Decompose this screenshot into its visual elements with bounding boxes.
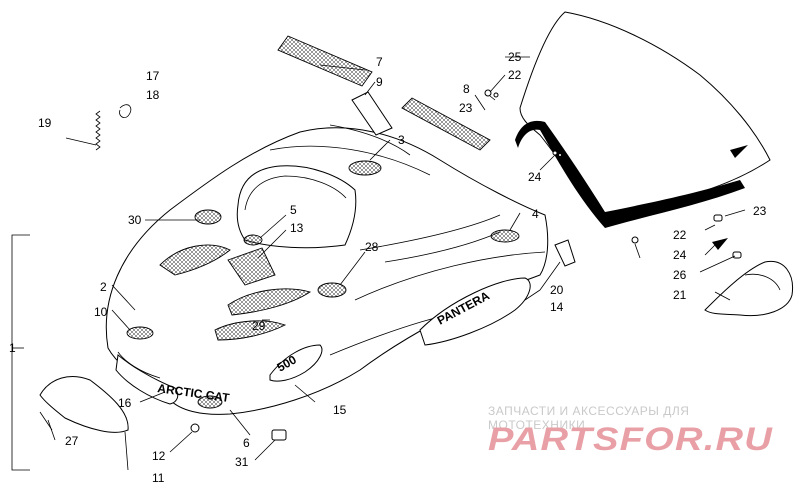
callout-27: 27	[65, 434, 79, 448]
callout-23a: 23	[459, 101, 473, 115]
vent-15	[197, 395, 223, 409]
callout-19: 19	[38, 116, 52, 130]
windshield	[515, 11, 771, 228]
callout-26: 26	[673, 268, 687, 282]
callout-22b: 22	[673, 228, 687, 242]
watermark-logo: PARTSFOR.RU	[488, 421, 773, 457]
vent-4	[490, 229, 520, 243]
decal-7	[277, 35, 373, 87]
loose-decals	[277, 35, 491, 151]
decal-side-frame	[419, 277, 531, 346]
callout-14: 14	[550, 300, 564, 314]
vent-29-lower	[214, 320, 287, 341]
callout-4: 4	[532, 207, 539, 221]
callout-18: 18	[146, 88, 160, 102]
callout-21: 21	[673, 288, 687, 302]
vent-30-upper	[194, 209, 222, 225]
callout-25: 25	[508, 50, 522, 64]
vent-10	[126, 326, 154, 340]
callout-23b: 23	[753, 204, 767, 218]
windshield-bracket-21	[704, 260, 794, 317]
watermark-tagline: ЗАПЧАСТИ И АКСЕССУАРЫ ДЛЯ МОТОТЕХНИКИ	[488, 404, 690, 432]
vent-28	[317, 282, 347, 298]
callout-29: 29	[252, 319, 266, 333]
callout-31: 31	[235, 455, 249, 469]
callout-28: 28	[365, 240, 379, 254]
callout-17: 17	[146, 69, 160, 83]
vent-3	[348, 160, 382, 176]
callout-13: 13	[290, 221, 304, 235]
callout-20: 20	[550, 283, 564, 297]
callout-15: 15	[333, 403, 347, 417]
hood-assembly	[105, 124, 549, 415]
callout-30: 30	[128, 213, 142, 227]
callout-9: 9	[376, 75, 383, 89]
callout-3: 3	[398, 133, 405, 147]
decal-8	[401, 97, 491, 151]
vent-29-upper	[227, 288, 312, 316]
callout-24b: 24	[673, 248, 687, 262]
callout-22a: 22	[508, 68, 522, 82]
callout-7: 7	[376, 55, 383, 69]
callout-5: 5	[290, 203, 297, 217]
vent-5	[243, 234, 263, 246]
callout-2: 2	[100, 280, 107, 294]
callout-10: 10	[94, 305, 108, 319]
decal-9	[351, 91, 393, 136]
callout-labels: 1 2 3 4 5 6 7 8 9 10 11 12 13 14 15 16 1…	[9, 50, 767, 485]
callout-12: 12	[152, 449, 166, 463]
callout-24a: 24	[528, 170, 542, 184]
callout-6: 6	[243, 436, 250, 450]
callout-1: 1	[9, 341, 16, 355]
hood-spring	[95, 110, 101, 151]
callout-16: 16	[118, 396, 132, 410]
callout-11: 11	[152, 471, 165, 485]
vent-30-large	[159, 244, 231, 276]
leader-lines	[11, 56, 746, 471]
decal-front-frame	[269, 344, 323, 382]
hardware	[39, 89, 742, 441]
callout-8: 8	[463, 82, 470, 96]
watermark-logo-text: PARTSFOR.RU	[488, 421, 773, 457]
vent-13	[227, 247, 276, 286]
hood-vents	[126, 160, 520, 409]
